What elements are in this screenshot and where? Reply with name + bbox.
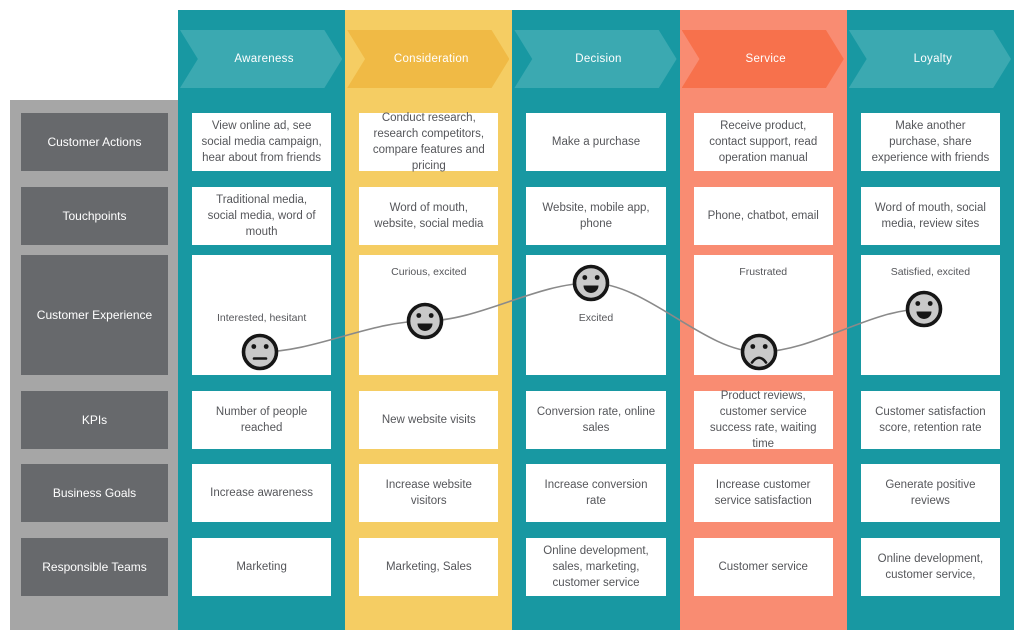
customer-actions-cell: Conduct research, research competitors, … xyxy=(359,112,499,172)
row-label-touchpoints: Touchpoints xyxy=(21,187,168,245)
business-goals-cell: Increase website visitors xyxy=(359,464,499,522)
row-labels-panel: Customer Actions Touchpoints Customer Ex… xyxy=(10,100,178,630)
customer-experience-cell: Curious, excited xyxy=(359,255,499,375)
experience-label: Excited xyxy=(578,312,614,324)
stage-header-arrow: Decision xyxy=(514,30,677,88)
stage-title: Awareness xyxy=(234,53,294,65)
stage-header-arrow: Service xyxy=(681,30,844,88)
stage-title: Consideration xyxy=(393,53,469,65)
stage-column-decision: Decision Make a purchase Website, mobile… xyxy=(512,10,680,630)
touchpoints-cell: Phone, chatbot, email xyxy=(693,187,833,245)
customer-actions-cell: Receive product, contact support, read o… xyxy=(693,113,833,171)
responsible-teams-cell: Customer service xyxy=(693,538,833,596)
kpis-cell: New website visits xyxy=(359,391,499,449)
customer-actions-cell: Make a purchase xyxy=(526,113,666,171)
business-goals-cell: Increase conversion rate xyxy=(526,464,666,522)
customer-actions-cell: Make another purchase, share experience … xyxy=(860,113,1001,171)
business-goals-cell: Increase awareness xyxy=(192,464,332,522)
stage-header-arrow: Consideration xyxy=(347,30,510,88)
experience-label: Interested, hesitant xyxy=(216,312,307,324)
stage-title: Service xyxy=(745,53,786,65)
stage-column-consideration: Consideration Conduct research, research… xyxy=(345,10,513,630)
responsible-teams-cell: Marketing xyxy=(192,538,332,596)
kpis-cell: Number of people reached xyxy=(192,391,332,449)
customer-experience-cell: Interested, hesitant xyxy=(192,255,332,375)
experience-label: Satisfied, excited xyxy=(890,266,971,278)
customer-experience-cell: Satisfied, excited xyxy=(860,255,1001,375)
customer-actions-cell: View online ad, see social media campaig… xyxy=(192,113,332,171)
touchpoints-cell: Traditional media, social media, word of… xyxy=(192,187,332,245)
business-goals-cell: Increase customer service satisfaction xyxy=(693,464,833,522)
stage-column-service: Service Receive product, contact support… xyxy=(679,10,847,630)
business-goals-cell: Generate positive reviews xyxy=(860,464,1001,522)
stage-column-awareness: Awareness View online ad, see social med… xyxy=(178,10,346,630)
kpis-cell: Product reviews, customer service succes… xyxy=(693,390,833,450)
stage-header-arrow: Loyalty xyxy=(848,30,1012,88)
responsible-teams-cell: Marketing, Sales xyxy=(359,538,499,596)
touchpoints-cell: Website, mobile app, phone xyxy=(526,187,666,245)
kpis-cell: Customer satisfaction score, retention r… xyxy=(860,391,1001,449)
stage-title: Decision xyxy=(575,53,622,65)
touchpoints-cell: Word of mouth, website, social media xyxy=(359,187,499,245)
touchpoints-cell: Word of mouth, social media, review site… xyxy=(860,187,1001,245)
stage-column-loyalty: Loyalty Make another purchase, share exp… xyxy=(846,10,1015,630)
stage-columns: Awareness View online ad, see social med… xyxy=(178,10,1015,630)
stage-title: Loyalty xyxy=(913,53,953,65)
row-label-responsible-teams: Responsible Teams xyxy=(21,538,168,596)
row-label-customer-actions: Customer Actions xyxy=(21,113,168,171)
kpis-cell: Conversion rate, online sales xyxy=(526,391,666,449)
responsible-teams-cell: Online development, sales, marketing, cu… xyxy=(526,538,666,596)
row-label-customer-experience: Customer Experience xyxy=(21,255,168,375)
responsible-teams-cell: Online development, customer service, xyxy=(860,538,1001,596)
row-label-business-goals: Business Goals xyxy=(21,464,168,522)
customer-experience-cell: Excited xyxy=(526,255,666,375)
customer-experience-cell: Frustrated xyxy=(693,255,833,375)
stage-header-arrow: Awareness xyxy=(180,30,343,88)
experience-label: Curious, excited xyxy=(391,266,467,278)
experience-label: Frustrated xyxy=(739,266,788,278)
row-label-kpis: KPIs xyxy=(21,391,168,449)
